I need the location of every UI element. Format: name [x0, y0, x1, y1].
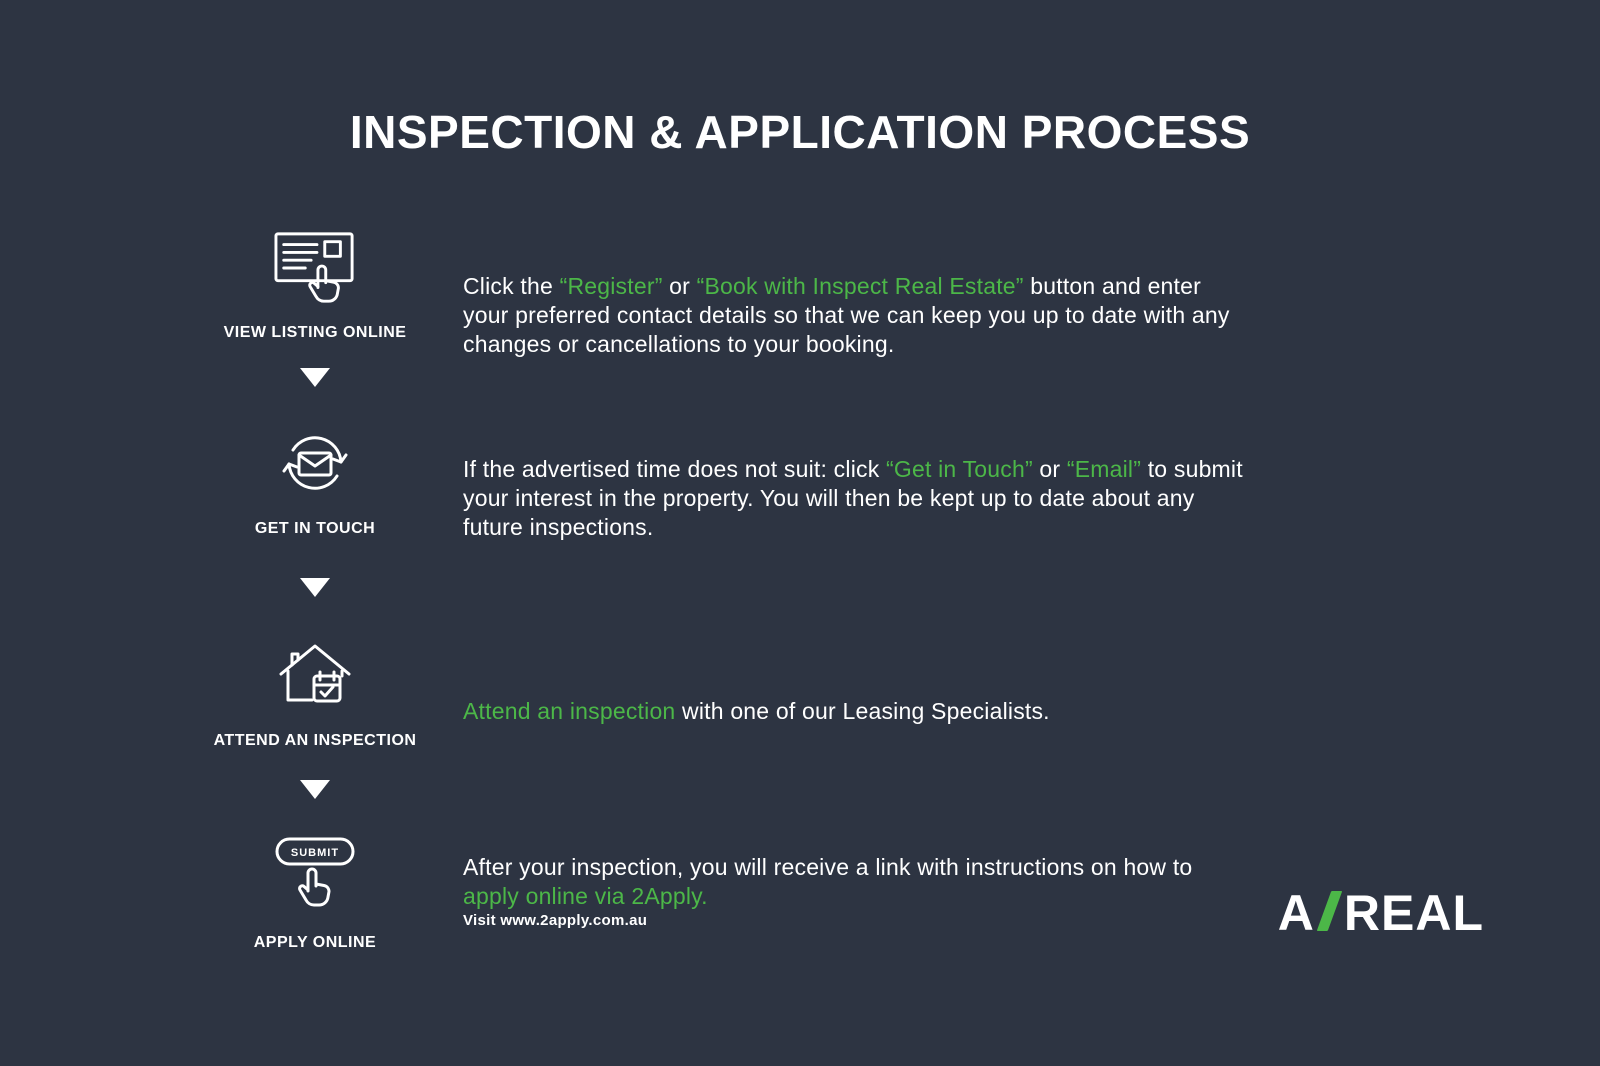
step-label-apply-online: APPLY ONLINE [253, 934, 377, 951]
description-text: button and enter your preferred contact … [463, 273, 1230, 357]
description-text: to submit your interest in the property.… [463, 456, 1243, 540]
logo-word-real: REAL [1343, 885, 1484, 941]
description-text: If the advertised time does not suit: cl… [463, 456, 886, 482]
page-title: INSPECTION & APPLICATION PROCESS [349, 105, 1251, 158]
logo-letter-a: A [1277, 885, 1315, 941]
step-description-get-in-touch: If the advertised time does not suit: cl… [463, 455, 1243, 542]
book-with-ire-button-text: “Book with Inspect Real Estate” [696, 273, 1024, 299]
description-text: with one of our Leasing Specialists. [675, 698, 1050, 724]
step-block-apply-online: SUBMIT APPLY ONLINE [215, 834, 415, 952]
house-calendar-icon [279, 644, 351, 703]
description-text: After your inspection, you will receive … [463, 854, 1193, 880]
email-refresh-icon [282, 436, 348, 490]
listing-with-cursor-icon [274, 232, 354, 303]
logo-slash-icon [1316, 891, 1343, 931]
step-label-view-listing: VIEW LISTING ONLINE [223, 324, 407, 341]
register-button-text: “Register” [559, 273, 663, 299]
step-block-view-listing: VIEW LISTING ONLINE [215, 228, 415, 342]
down-arrow-icon [300, 780, 330, 799]
step-description-apply-online: After your inspection, you will receive … [463, 853, 1243, 911]
step-label-attend-inspection: ATTEND AN INSPECTION [213, 732, 417, 749]
step-block-get-in-touch: GET IN TOUCH [215, 418, 415, 538]
down-arrow-icon [300, 368, 330, 387]
step-label-get-in-touch: GET IN TOUCH [254, 520, 376, 537]
description-text: Click the [463, 273, 560, 299]
step-description-attend-inspection: Attend an inspection with one of our Lea… [463, 697, 1243, 726]
step-block-attend-inspection: ATTEND AN INSPECTION [213, 630, 417, 750]
submit-button-label: SUBMIT [291, 847, 339, 859]
description-text: or [662, 273, 697, 299]
attend-inspection-text: Attend an inspection [463, 698, 676, 724]
step-description-view-listing: Click the “Register” or “Book with Inspe… [463, 272, 1243, 359]
description-text: or [1032, 456, 1067, 482]
apply-online-link-text: apply online via 2Apply. [463, 883, 708, 909]
areal-logo: A REAL [1278, 884, 1484, 942]
get-in-touch-button-text: “Get in Touch” [886, 456, 1033, 482]
submit-button-cursor-icon: SUBMIT [275, 837, 355, 907]
down-arrow-icon [300, 578, 330, 597]
email-button-text: “Email” [1066, 456, 1142, 482]
visit-2apply-note: Visit www.2apply.com.au [463, 912, 648, 929]
